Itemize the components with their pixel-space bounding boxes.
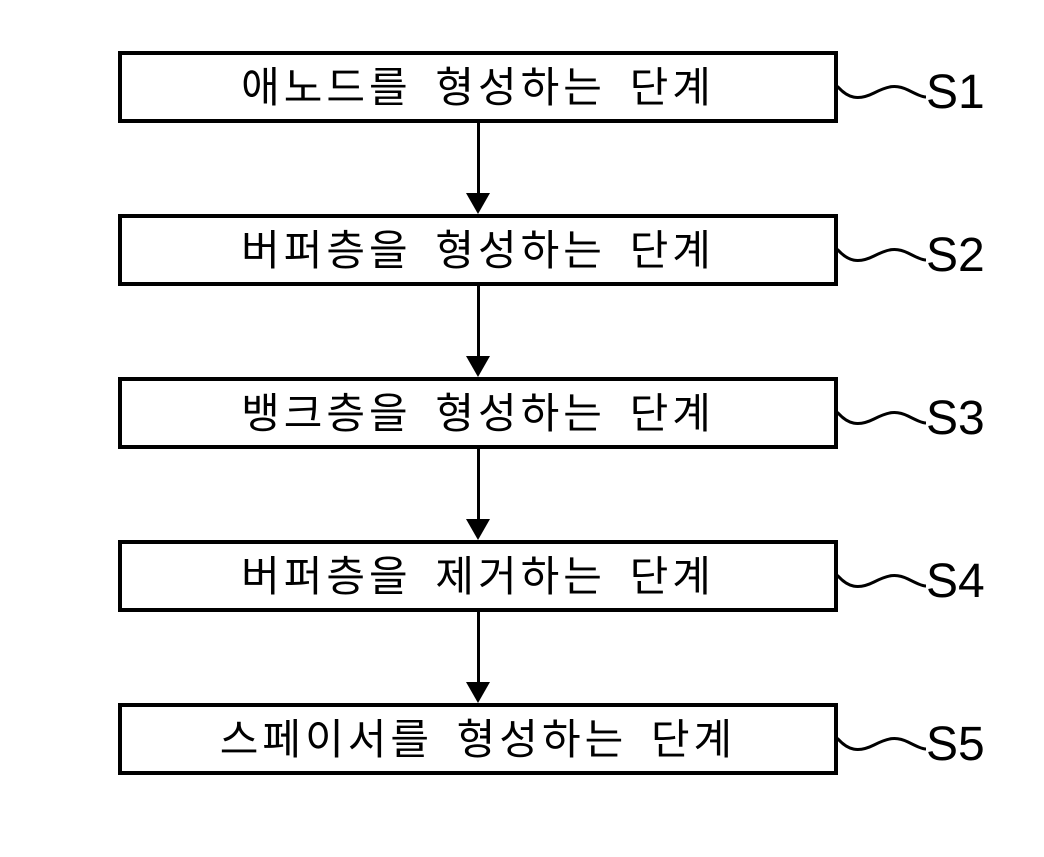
step-label-s3: 뱅크층을 형성하는 단계 [241,390,715,437]
flowchart-row-4: 버퍼층을 제거하는 단계 S4 [0,540,1044,612]
step-box-s2: 버퍼층을 형성하는 단계 [118,214,838,286]
reference-squiggle-icon [838,247,926,263]
flowchart-row-5: 스페이서를 형성하는 단계 S5 [0,703,1044,775]
step-box-s4: 버퍼층을 제거하는 단계 [118,540,838,612]
step-ref-s4: S4 [926,555,985,608]
down-arrow-icon [466,449,490,540]
arrow-shaft [476,612,480,684]
down-arrow-icon [466,286,490,377]
step-box-s5: 스페이서를 형성하는 단계 [118,703,838,775]
reference-squiggle-icon [838,573,926,589]
step-ref-s3: S3 [926,392,985,445]
arrow-shaft [476,123,480,195]
reference-squiggle-icon [838,84,926,100]
arrow-shaft [476,286,480,358]
step-ref-s1: S1 [926,66,985,119]
flowchart-row-2: 버퍼층을 형성하는 단계 S2 [0,214,1044,286]
step-label-s1: 애노드를 형성하는 단계 [241,64,715,111]
step-label-s5: 스페이서를 형성하는 단계 [219,716,737,763]
down-arrow-icon [466,123,490,214]
step-ref-s5: S5 [926,718,985,771]
down-arrow-icon [466,612,490,703]
step-ref-s2: S2 [926,229,985,282]
arrow-head [466,356,490,377]
arrow-shaft [476,449,480,521]
arrow-head [466,193,490,214]
flowchart-row-1: 애노드를 형성하는 단계 S1 [0,51,1044,123]
flowchart-row-3: 뱅크층을 형성하는 단계 S3 [0,377,1044,449]
arrow-head [466,519,490,540]
step-box-s1: 애노드를 형성하는 단계 [118,51,838,123]
reference-squiggle-icon [838,736,926,752]
reference-squiggle-icon [838,410,926,426]
arrow-head [466,682,490,703]
step-label-s4: 버퍼층을 제거하는 단계 [241,553,715,600]
step-box-s3: 뱅크층을 형성하는 단계 [118,377,838,449]
step-label-s2: 버퍼층을 형성하는 단계 [241,227,715,274]
